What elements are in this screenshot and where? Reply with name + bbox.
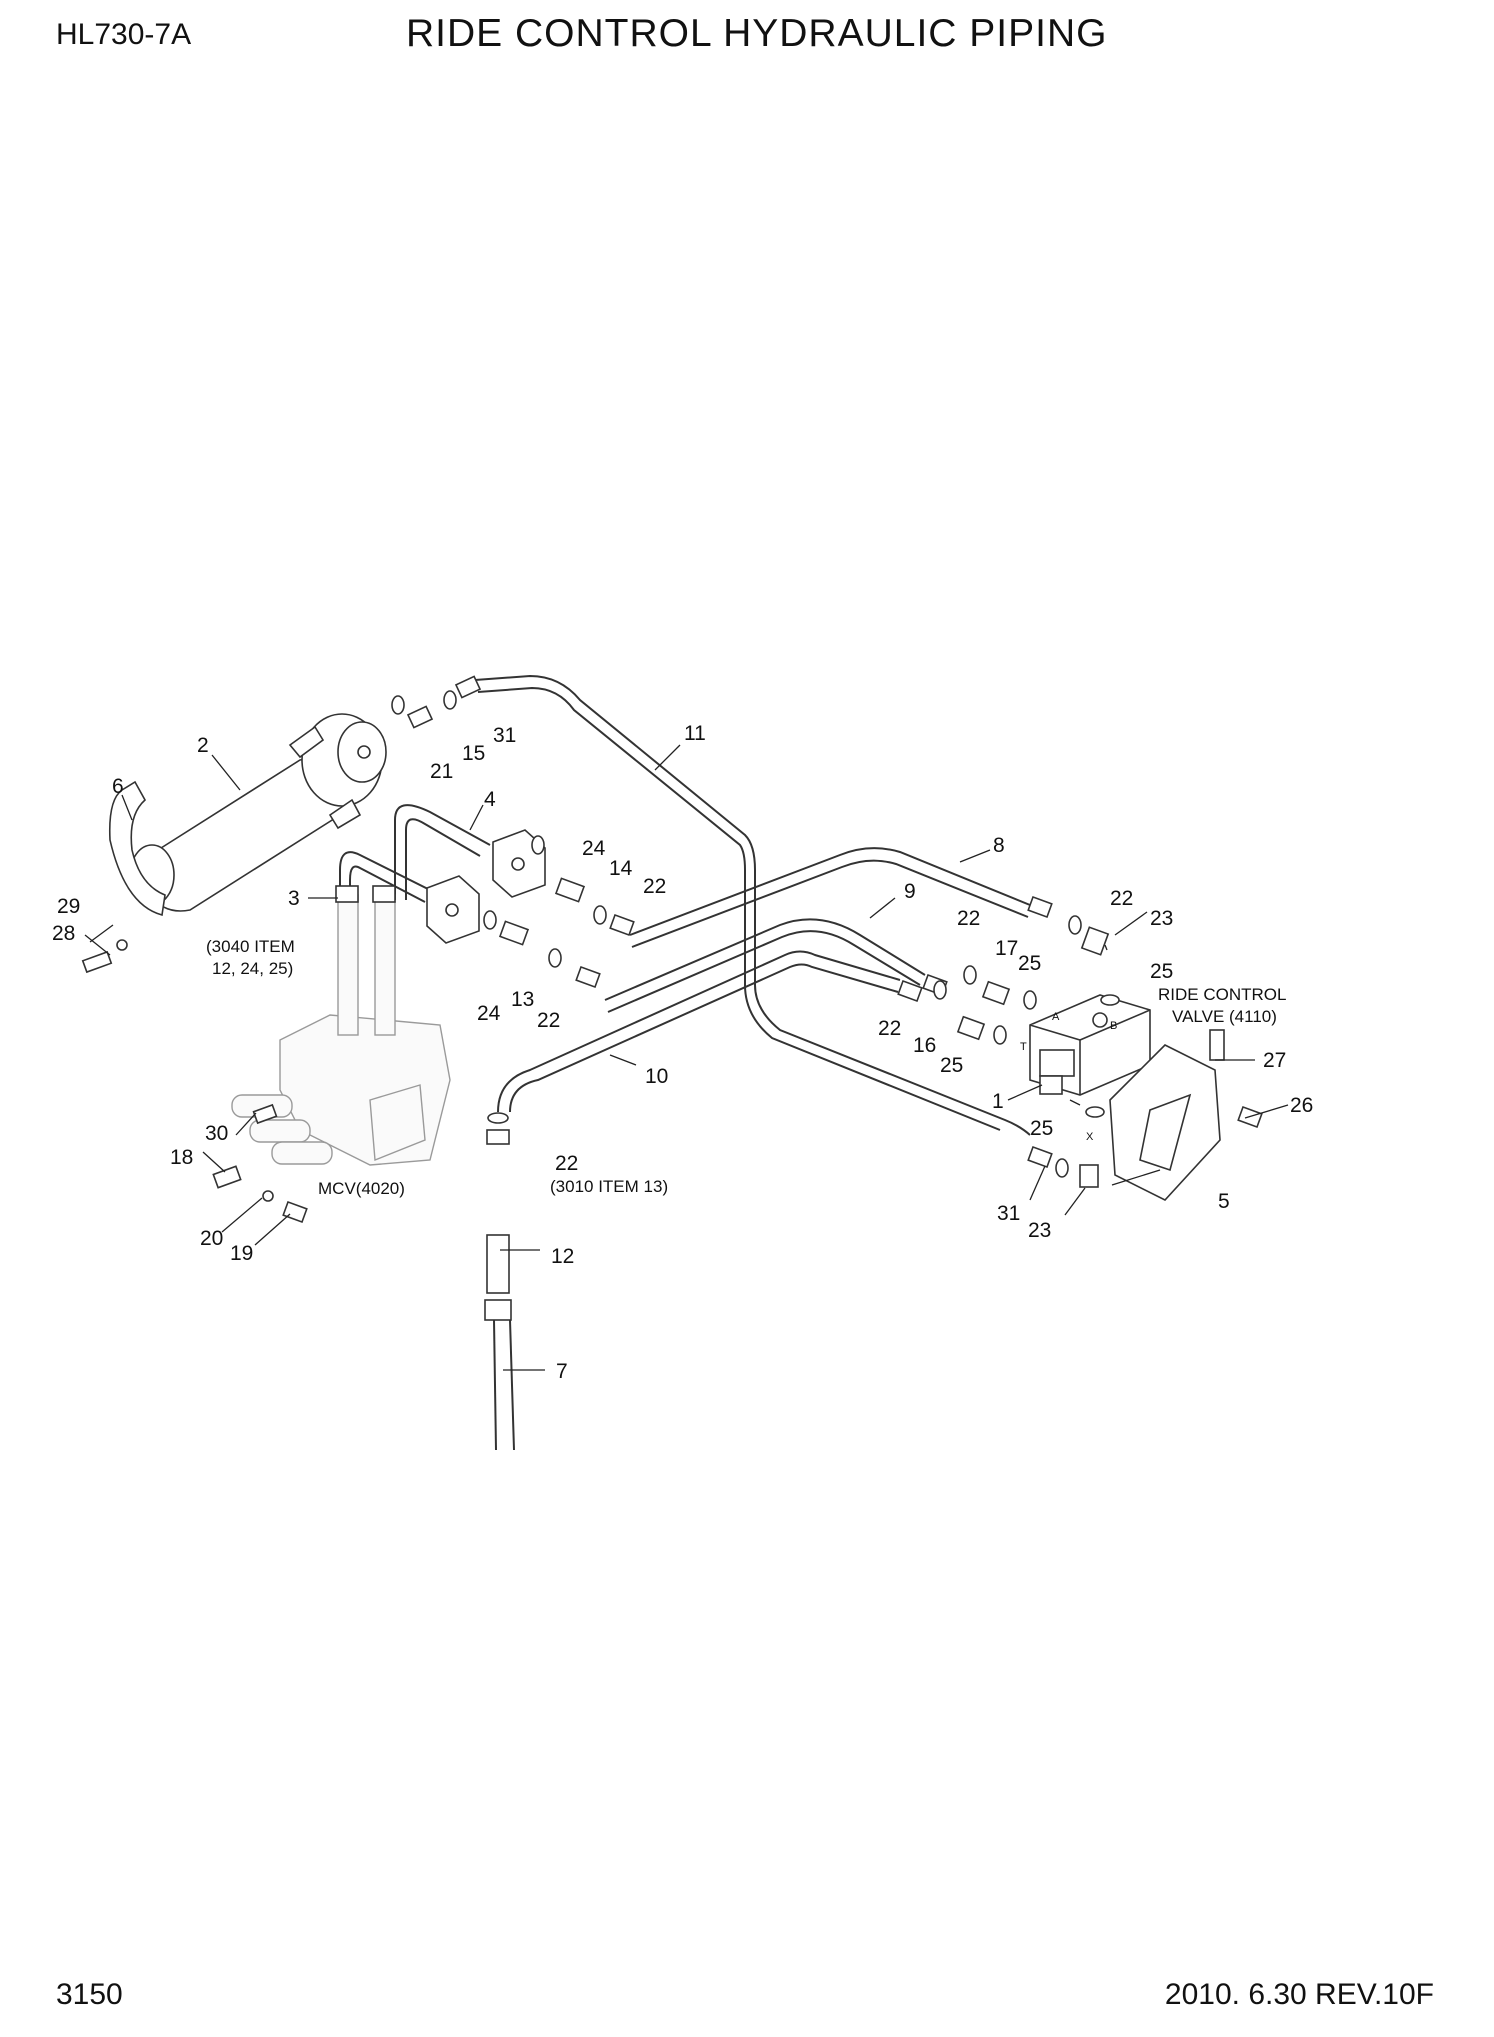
ride-control-valve-label-2: VALVE (4110) [1172,1007,1277,1026]
callout-3: 3 [288,887,300,910]
callout-31b: 31 [997,1202,1020,1225]
callout-25c: 25 [940,1054,963,1077]
callout-25d: 25 [1030,1117,1053,1140]
callout-22d: 22 [1110,887,1133,910]
callout-25b: 25 [1150,960,1173,983]
pipe-3 [339,851,431,903]
callout-18: 18 [170,1146,193,1169]
callout-17: 17 [995,937,1018,960]
callout-25a: 25 [1018,952,1041,975]
callout-20: 20 [200,1227,223,1250]
callout-7: 7 [556,1360,568,1383]
mounting-bracket [1109,1044,1221,1201]
callout-15: 15 [462,742,485,765]
callout-28: 28 [52,922,75,945]
callout-14: 14 [609,857,633,880]
port-x-label: X [1086,1131,1094,1143]
callout-8: 8 [993,834,1005,857]
pipe-9 [604,918,926,1013]
ride-control-valve-label-1: RIDE CONTROL [1158,985,1286,1004]
callout-22f: 22 [555,1152,578,1175]
model-code: HL730-7A [56,18,192,51]
callout-2: 2 [197,734,209,757]
callout-22a: 22 [643,875,666,898]
ref-3010-label: (3010 ITEM 13) [550,1177,668,1196]
callout-24a: 24 [582,837,606,860]
pipe-4 [394,804,491,900]
callout-23b: 23 [1028,1219,1051,1242]
pipe-8 [629,847,1031,948]
revision-date: 2010. 6.30 REV.10F [1164,1978,1434,2011]
callout-31a: 31 [493,724,516,747]
page-title: RIDE CONTROL HYDRAULIC PIPING [406,12,1108,55]
clamp [108,725,362,917]
callout-30: 30 [205,1122,228,1145]
annotations: RIDE CONTROL VALVE (4110) (3040 ITEM 12,… [206,937,1286,1198]
callout-4: 4 [484,788,496,811]
callout-22b: 22 [537,1009,560,1032]
callout-22e: 22 [878,1017,901,1040]
callout-1: 1 [992,1090,1004,1113]
callout-6: 6 [112,775,124,798]
callout-13: 13 [511,988,534,1011]
ride-control-valve [1029,994,1151,1096]
callout-5: 5 [1218,1190,1230,1213]
callout-26: 26 [1290,1094,1313,1117]
callout-10: 10 [645,1065,668,1088]
hose-7 [493,1319,515,1451]
pipe-10 [497,950,901,1113]
flange-block-3 [426,875,480,944]
callout-24b: 24 [477,1002,501,1025]
callout-27: 27 [1263,1049,1286,1072]
callout-29: 29 [57,895,80,918]
fittings [81,675,1263,1321]
ref-3040-label-1: (3040 ITEM [206,937,295,956]
port-b-label: B [1110,1020,1117,1032]
callout-21: 21 [430,760,453,783]
callout-23a: 23 [1150,907,1173,930]
port-a-label: A [1052,1011,1060,1023]
port-t-label: T [1020,1041,1027,1053]
leader-lines [84,744,1289,1371]
main-control-valve [231,885,451,1166]
callout-16: 16 [913,1034,936,1057]
callout-numbers: 1 2 3 4 5 6 7 8 9 10 11 12 13 14 15 16 1… [52,722,1313,1383]
pipe-11 [474,674,1031,1136]
page-number: 3150 [56,1978,123,2011]
callout-9: 9 [904,880,916,903]
ref-3040-label-2: 12, 24, 25) [212,959,293,978]
callout-19: 19 [230,1242,253,1265]
callout-11: 11 [684,722,706,745]
mcv-label: MCV(4020) [318,1179,405,1198]
callout-12: 12 [551,1245,574,1268]
callout-22c: 22 [957,907,980,930]
